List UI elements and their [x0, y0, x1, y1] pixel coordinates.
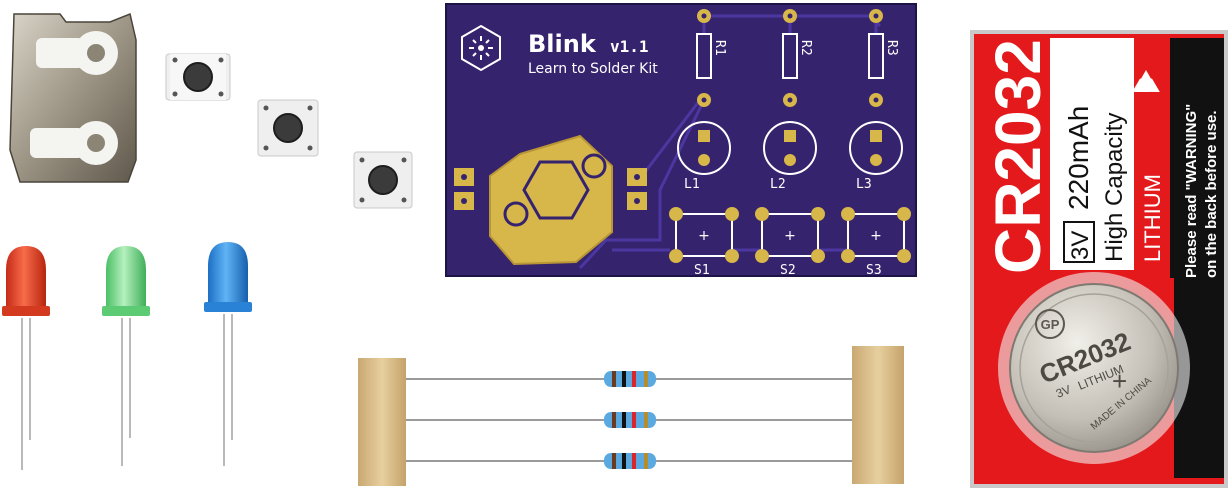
led-blue: [204, 242, 252, 466]
battery-capacity-label: 220mAh: [1063, 106, 1094, 210]
switch-footprint-s3: + S3: [841, 207, 911, 278]
switch-symbol-s3: +: [870, 228, 882, 244]
pcb-version: v1.1: [610, 37, 649, 56]
resistor-2: [604, 412, 656, 428]
resistor-tape-strip: [358, 346, 904, 486]
blink-logo-icon: [461, 24, 501, 72]
switch-label-s2: S2: [780, 263, 796, 278]
coin-footprint: [489, 134, 613, 266]
resistor-label-r1: R1: [712, 40, 727, 56]
battery-chemistry-label: LITHIUM: [1140, 174, 1165, 262]
pcb-title: Blink: [528, 30, 597, 58]
resistor-footprint-r1: R1: [696, 9, 727, 107]
led-footprint-l3: L3: [849, 121, 903, 192]
resistor-footprint-r2: R2: [782, 9, 813, 107]
led-footprint-l2: L2: [763, 121, 817, 192]
switch-symbol-s2: +: [784, 228, 796, 244]
battery-capacity-note: High Capacity: [1101, 113, 1128, 262]
tactile-switch-1: [165, 53, 231, 101]
switch-label-s1: S1: [694, 263, 710, 278]
led-green: [102, 246, 150, 466]
battery-package: CR2032 3V 220mAh High Capacity LITHIUM P…: [970, 30, 1228, 488]
led-label-l1: L1: [684, 177, 700, 192]
battery-warning-line2: on the back before use.: [1203, 110, 1220, 278]
led-label-l2: L2: [770, 177, 786, 192]
tactile-switch-3: [353, 151, 413, 209]
resistor-1: [604, 371, 656, 387]
coin-polarity: +: [1112, 366, 1127, 396]
pad-pair-right: [627, 168, 647, 210]
coin-voltage-label: 3V: [1054, 382, 1073, 400]
pcb-subtitle: Learn to Solder Kit: [528, 61, 658, 77]
led-footprint-l1: L1: [677, 121, 731, 192]
switch-footprint-s2: + S2: [755, 207, 825, 278]
led-label-l3: L3: [856, 177, 872, 192]
switch-symbol-s1: +: [698, 228, 710, 244]
resistor-3: [604, 453, 656, 469]
gp-logo-icon: GP: [1035, 309, 1065, 339]
switch-label-s3: S3: [866, 263, 882, 278]
switch-footprint-s1: + S1: [669, 207, 739, 278]
led-red: [2, 246, 50, 470]
resistor-label-r2: R2: [798, 40, 813, 56]
coin-holder: [9, 12, 137, 183]
resistor-footprint-r3: R3: [868, 9, 899, 107]
battery-voltage-label: 3V: [1067, 231, 1094, 260]
pcb-board: Blink v1.1 Learn to Solder Kit R1: [445, 3, 917, 278]
recycle-icon: [1132, 70, 1160, 92]
tactile-switch-2: [257, 99, 319, 157]
coin-logo: GP: [1041, 317, 1060, 332]
battery-warning-line1: Please read "WARNING": [1183, 104, 1200, 278]
resistor-label-r3: R3: [884, 40, 899, 56]
pad-pair-left: [454, 168, 474, 210]
coin-cell: GP CR2032 3V LITHIUM + MADE IN CHINA: [1009, 283, 1179, 453]
battery-model-label: CR2032: [982, 39, 1054, 274]
